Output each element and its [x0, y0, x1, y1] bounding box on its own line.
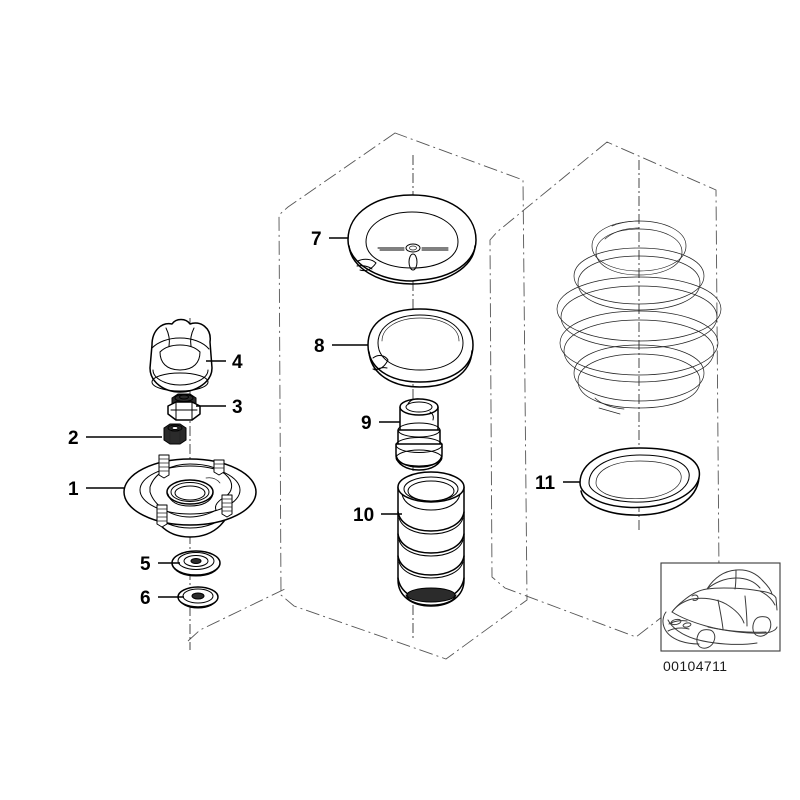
part-rubber-support-ring: [367, 308, 474, 388]
callout-number-5: 5: [140, 554, 151, 575]
callout-number-10: 10: [353, 505, 374, 526]
group-boundary-right: [489, 141, 720, 638]
callout-number-4: 4: [232, 352, 243, 373]
part-small-hex-nut: [163, 423, 187, 445]
part-protective-cap: [149, 318, 213, 393]
part-upper-spring-pad: [347, 194, 477, 285]
callout-number-7: 7: [311, 229, 322, 250]
group-boundary-left: [187, 587, 288, 642]
callout-number-6: 6: [140, 588, 151, 609]
callout-number-9: 9: [361, 413, 372, 434]
part-coil-spring: [556, 220, 722, 415]
callout-number-2: 2: [68, 428, 79, 449]
callout-number-1: 1: [68, 479, 79, 500]
group-boundary-middle: [278, 132, 528, 660]
diagram-id-label: 00104711: [663, 658, 727, 674]
vehicle-thumbnail: 00104711: [660, 562, 781, 674]
callout-leader-lines: [86, 237, 580, 598]
part-collar-hex-nut: [167, 393, 201, 421]
part-strut-mount: [123, 454, 257, 538]
car-illustration: [662, 569, 778, 649]
strut-mount-studs: [156, 454, 233, 528]
part-domed-washer: [171, 550, 221, 577]
thumbnail-border: [660, 562, 781, 652]
callout-number-8: 8: [314, 336, 325, 357]
callout-numbers: 1 2 3 4 5 6 7 8 9 10 11: [68, 229, 556, 609]
part-flat-washer: [177, 586, 219, 609]
part-bump-stop: [395, 398, 443, 471]
callout-number-11: 11: [535, 473, 556, 494]
part-lower-spring-pad: [579, 447, 701, 516]
callout-number-3: 3: [232, 397, 243, 418]
part-dust-boot-bellows: [397, 471, 465, 607]
